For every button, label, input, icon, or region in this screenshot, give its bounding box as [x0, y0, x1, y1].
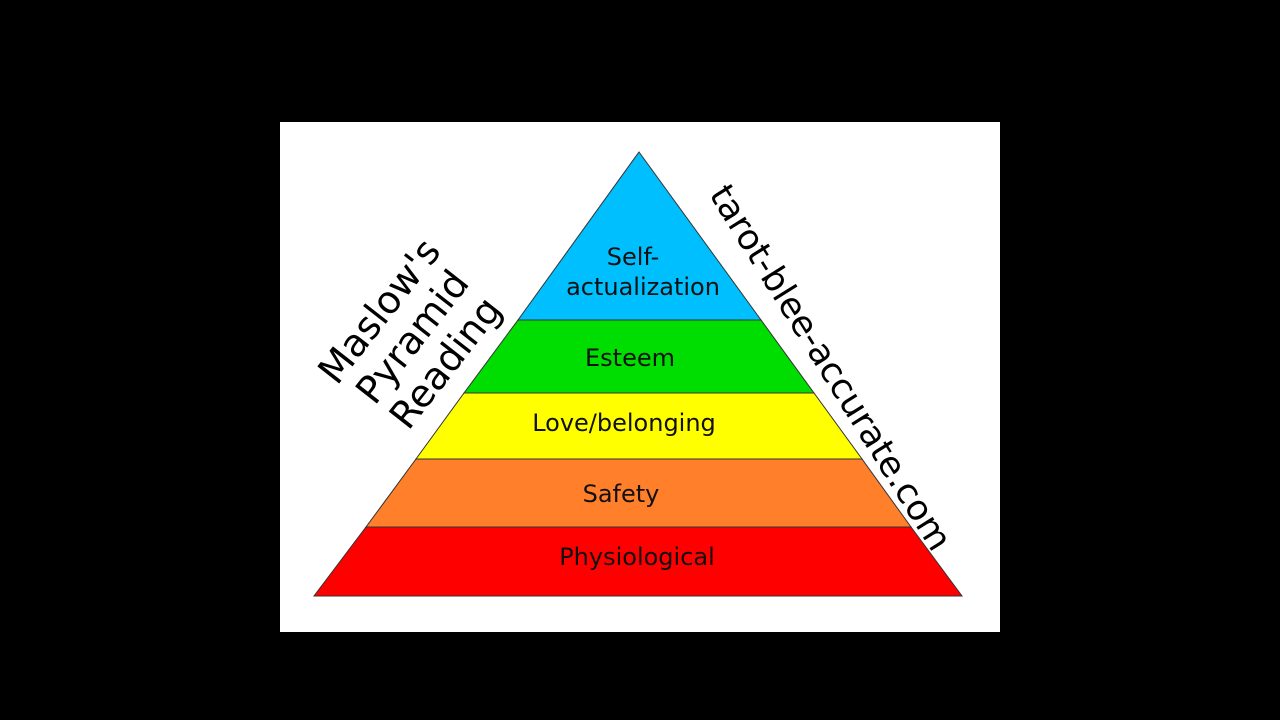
- level-physiological: [312, 526, 963, 597]
- level-label-physiological: Physiological: [559, 543, 715, 571]
- level-label-self-line1: Self-: [607, 243, 659, 271]
- level-label-self-line2: actualization: [566, 273, 720, 301]
- level-label-esteem: Esteem: [585, 344, 675, 372]
- level-label-love-belonging: Love/belonging: [532, 409, 716, 437]
- level-label-safety: Safety: [583, 480, 660, 508]
